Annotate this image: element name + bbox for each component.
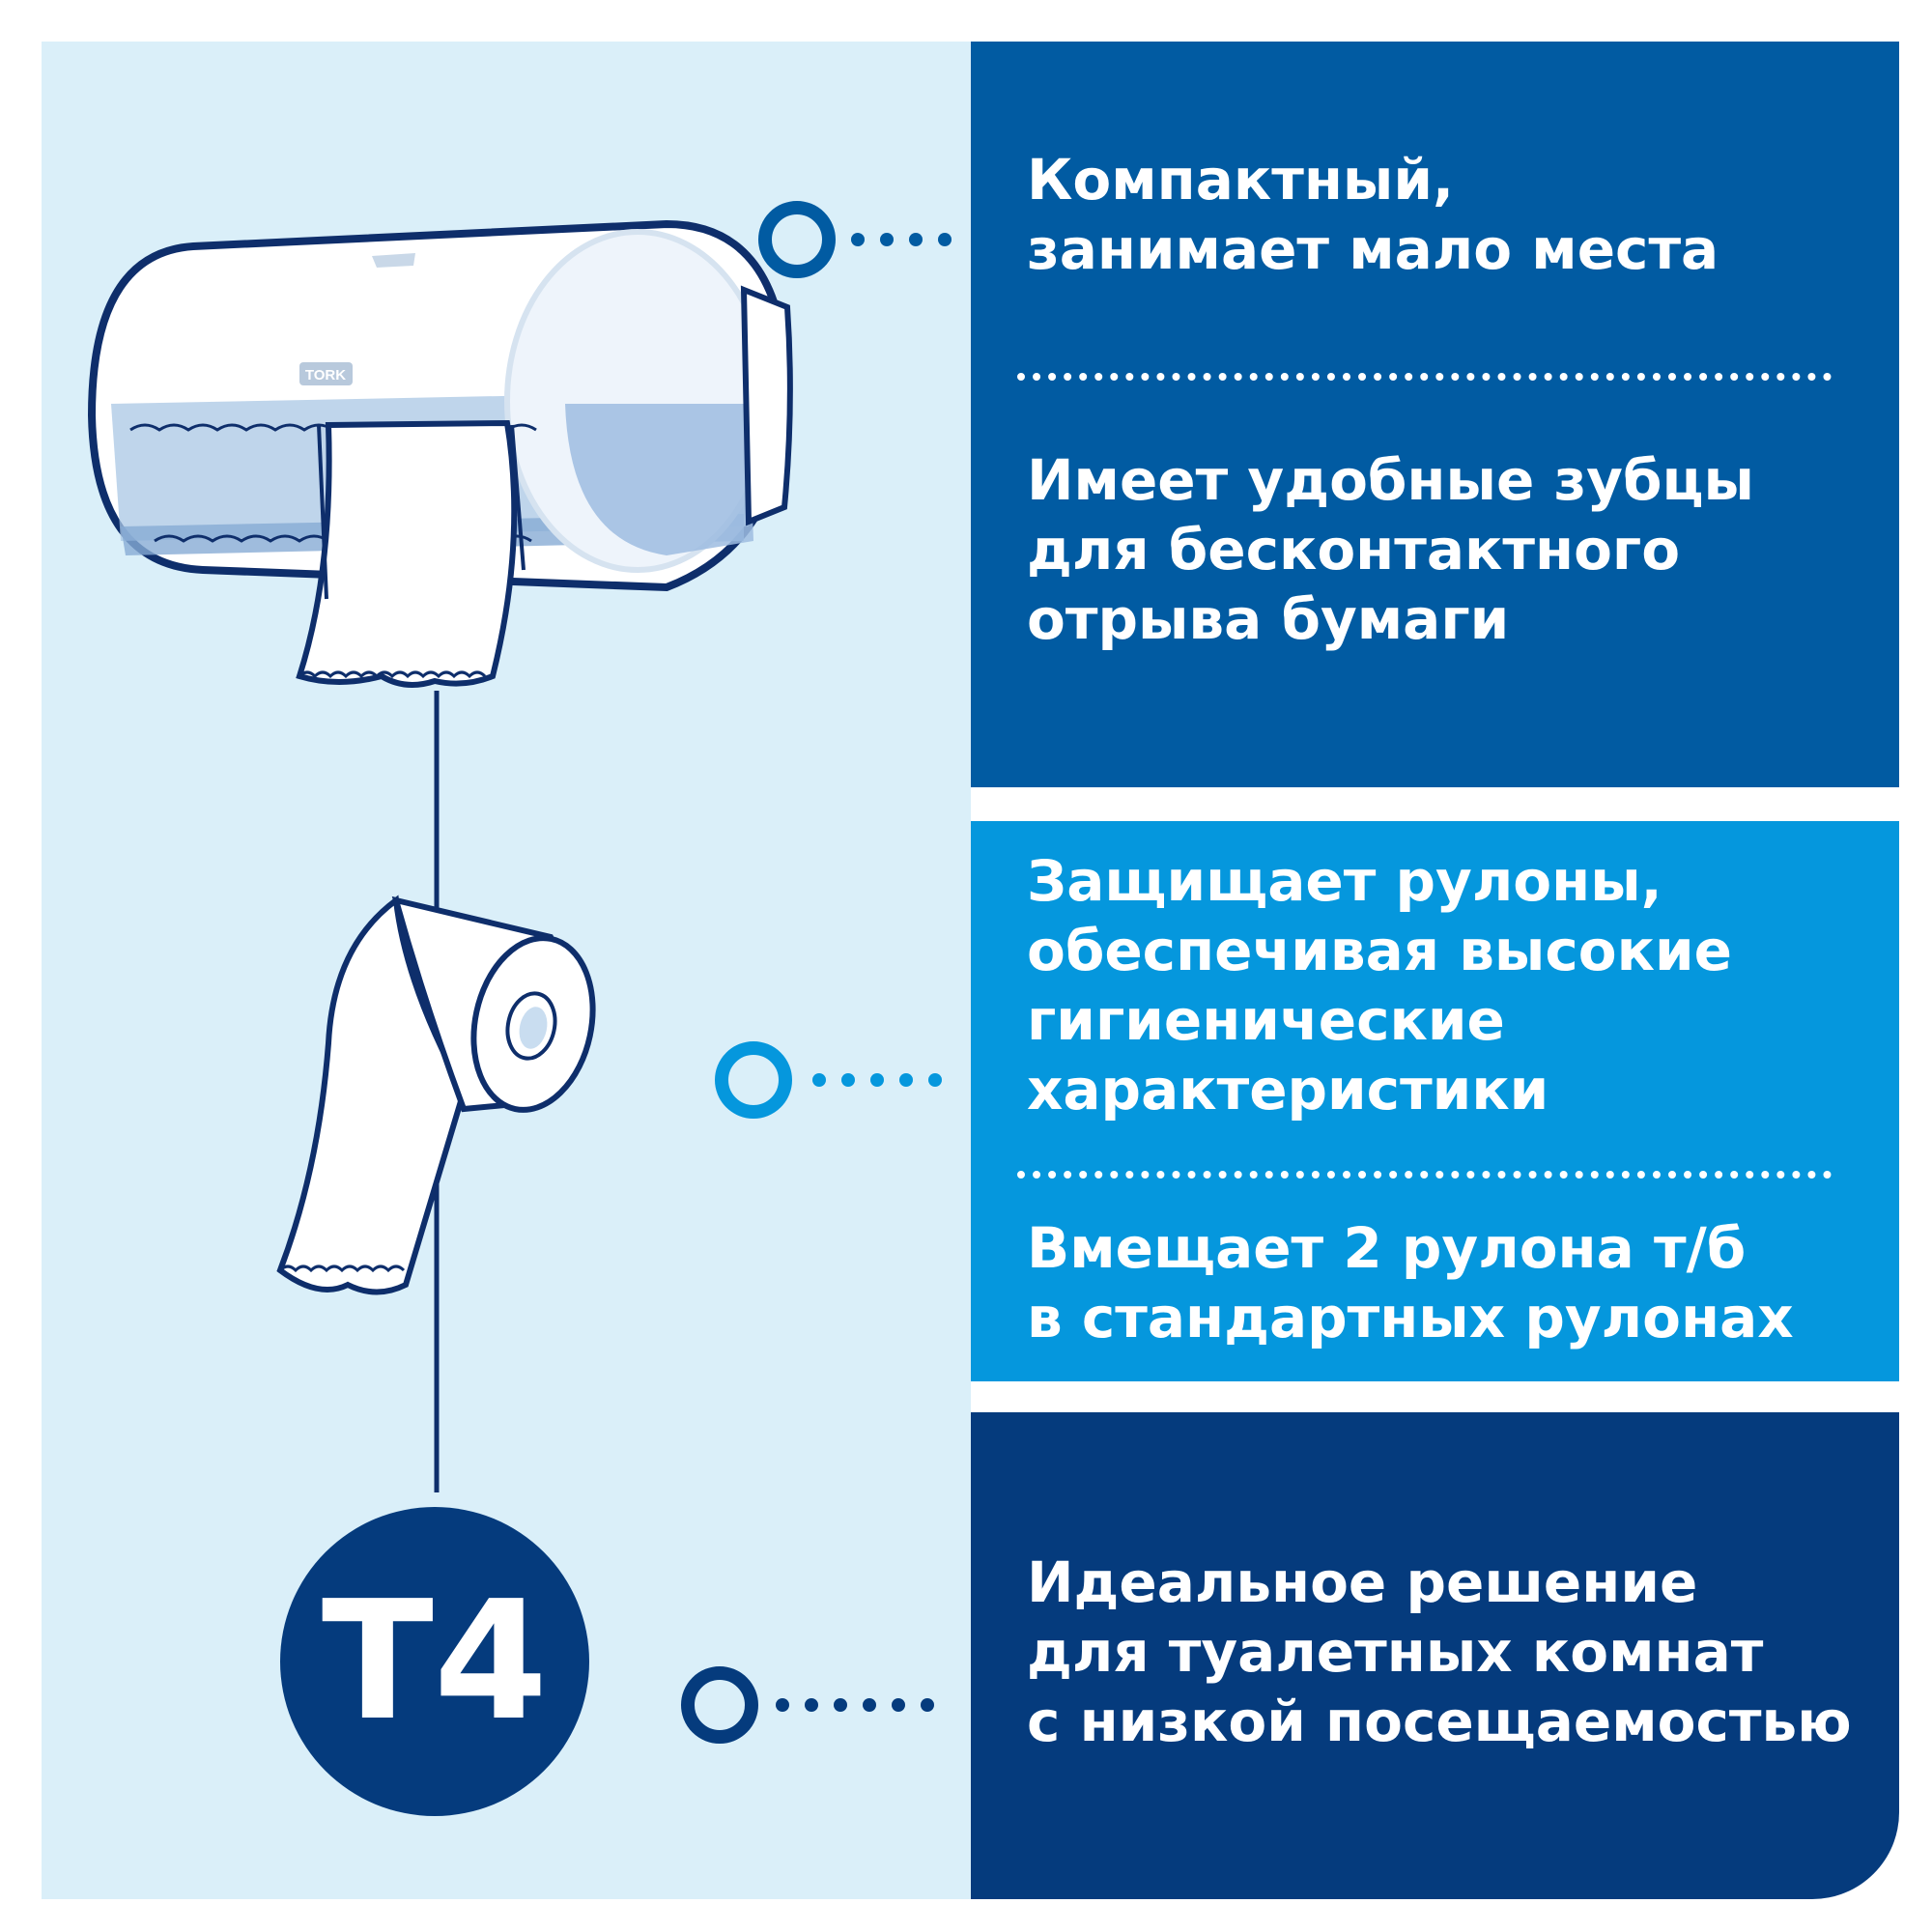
feature-protects-text: Защищает рулоны, обеспечивая высокие гиг… <box>1027 848 1732 1122</box>
connector-circle-icon <box>758 201 836 278</box>
feature-panel-middle: Защищает рулоны, обеспечивая высокие гиг… <box>971 821 1899 1381</box>
toilet-roll-illustration <box>276 895 596 1295</box>
feature-panel-bottom: Идеальное решение для туалетных комнат с… <box>971 1412 1899 1899</box>
feature-teeth-text: Имеет удобные зубцы для бесконтактного о… <box>1027 447 1754 652</box>
connector-circle-icon <box>681 1666 758 1744</box>
connector-dots-mid <box>812 1073 942 1087</box>
dotted-divider <box>1017 373 1832 381</box>
t4-badge-label: T4 <box>321 1566 549 1757</box>
dotted-divider <box>1017 1171 1832 1179</box>
feature-capacity-text: Вмещает 2 рулона т/б в стандартных рулон… <box>1027 1215 1794 1350</box>
feature-panel-top: Компактный, занимает мало места Имеет уд… <box>971 42 1899 787</box>
t4-badge-circle <box>280 1507 589 1816</box>
dispenser-illustration: TORK <box>87 219 793 688</box>
connector-dots-top <box>851 233 952 246</box>
feature-ideal-text: Идеальное решение для туалетных комнат с… <box>1027 1549 1852 1754</box>
dispenser-brand-plate <box>299 362 353 385</box>
feature-compact-text: Компактный, занимает мало места <box>1027 147 1719 282</box>
connector-dots-bottom <box>776 1698 934 1712</box>
connector-circle-icon <box>715 1041 792 1119</box>
dispenser-brand-label: TORK <box>305 367 346 384</box>
